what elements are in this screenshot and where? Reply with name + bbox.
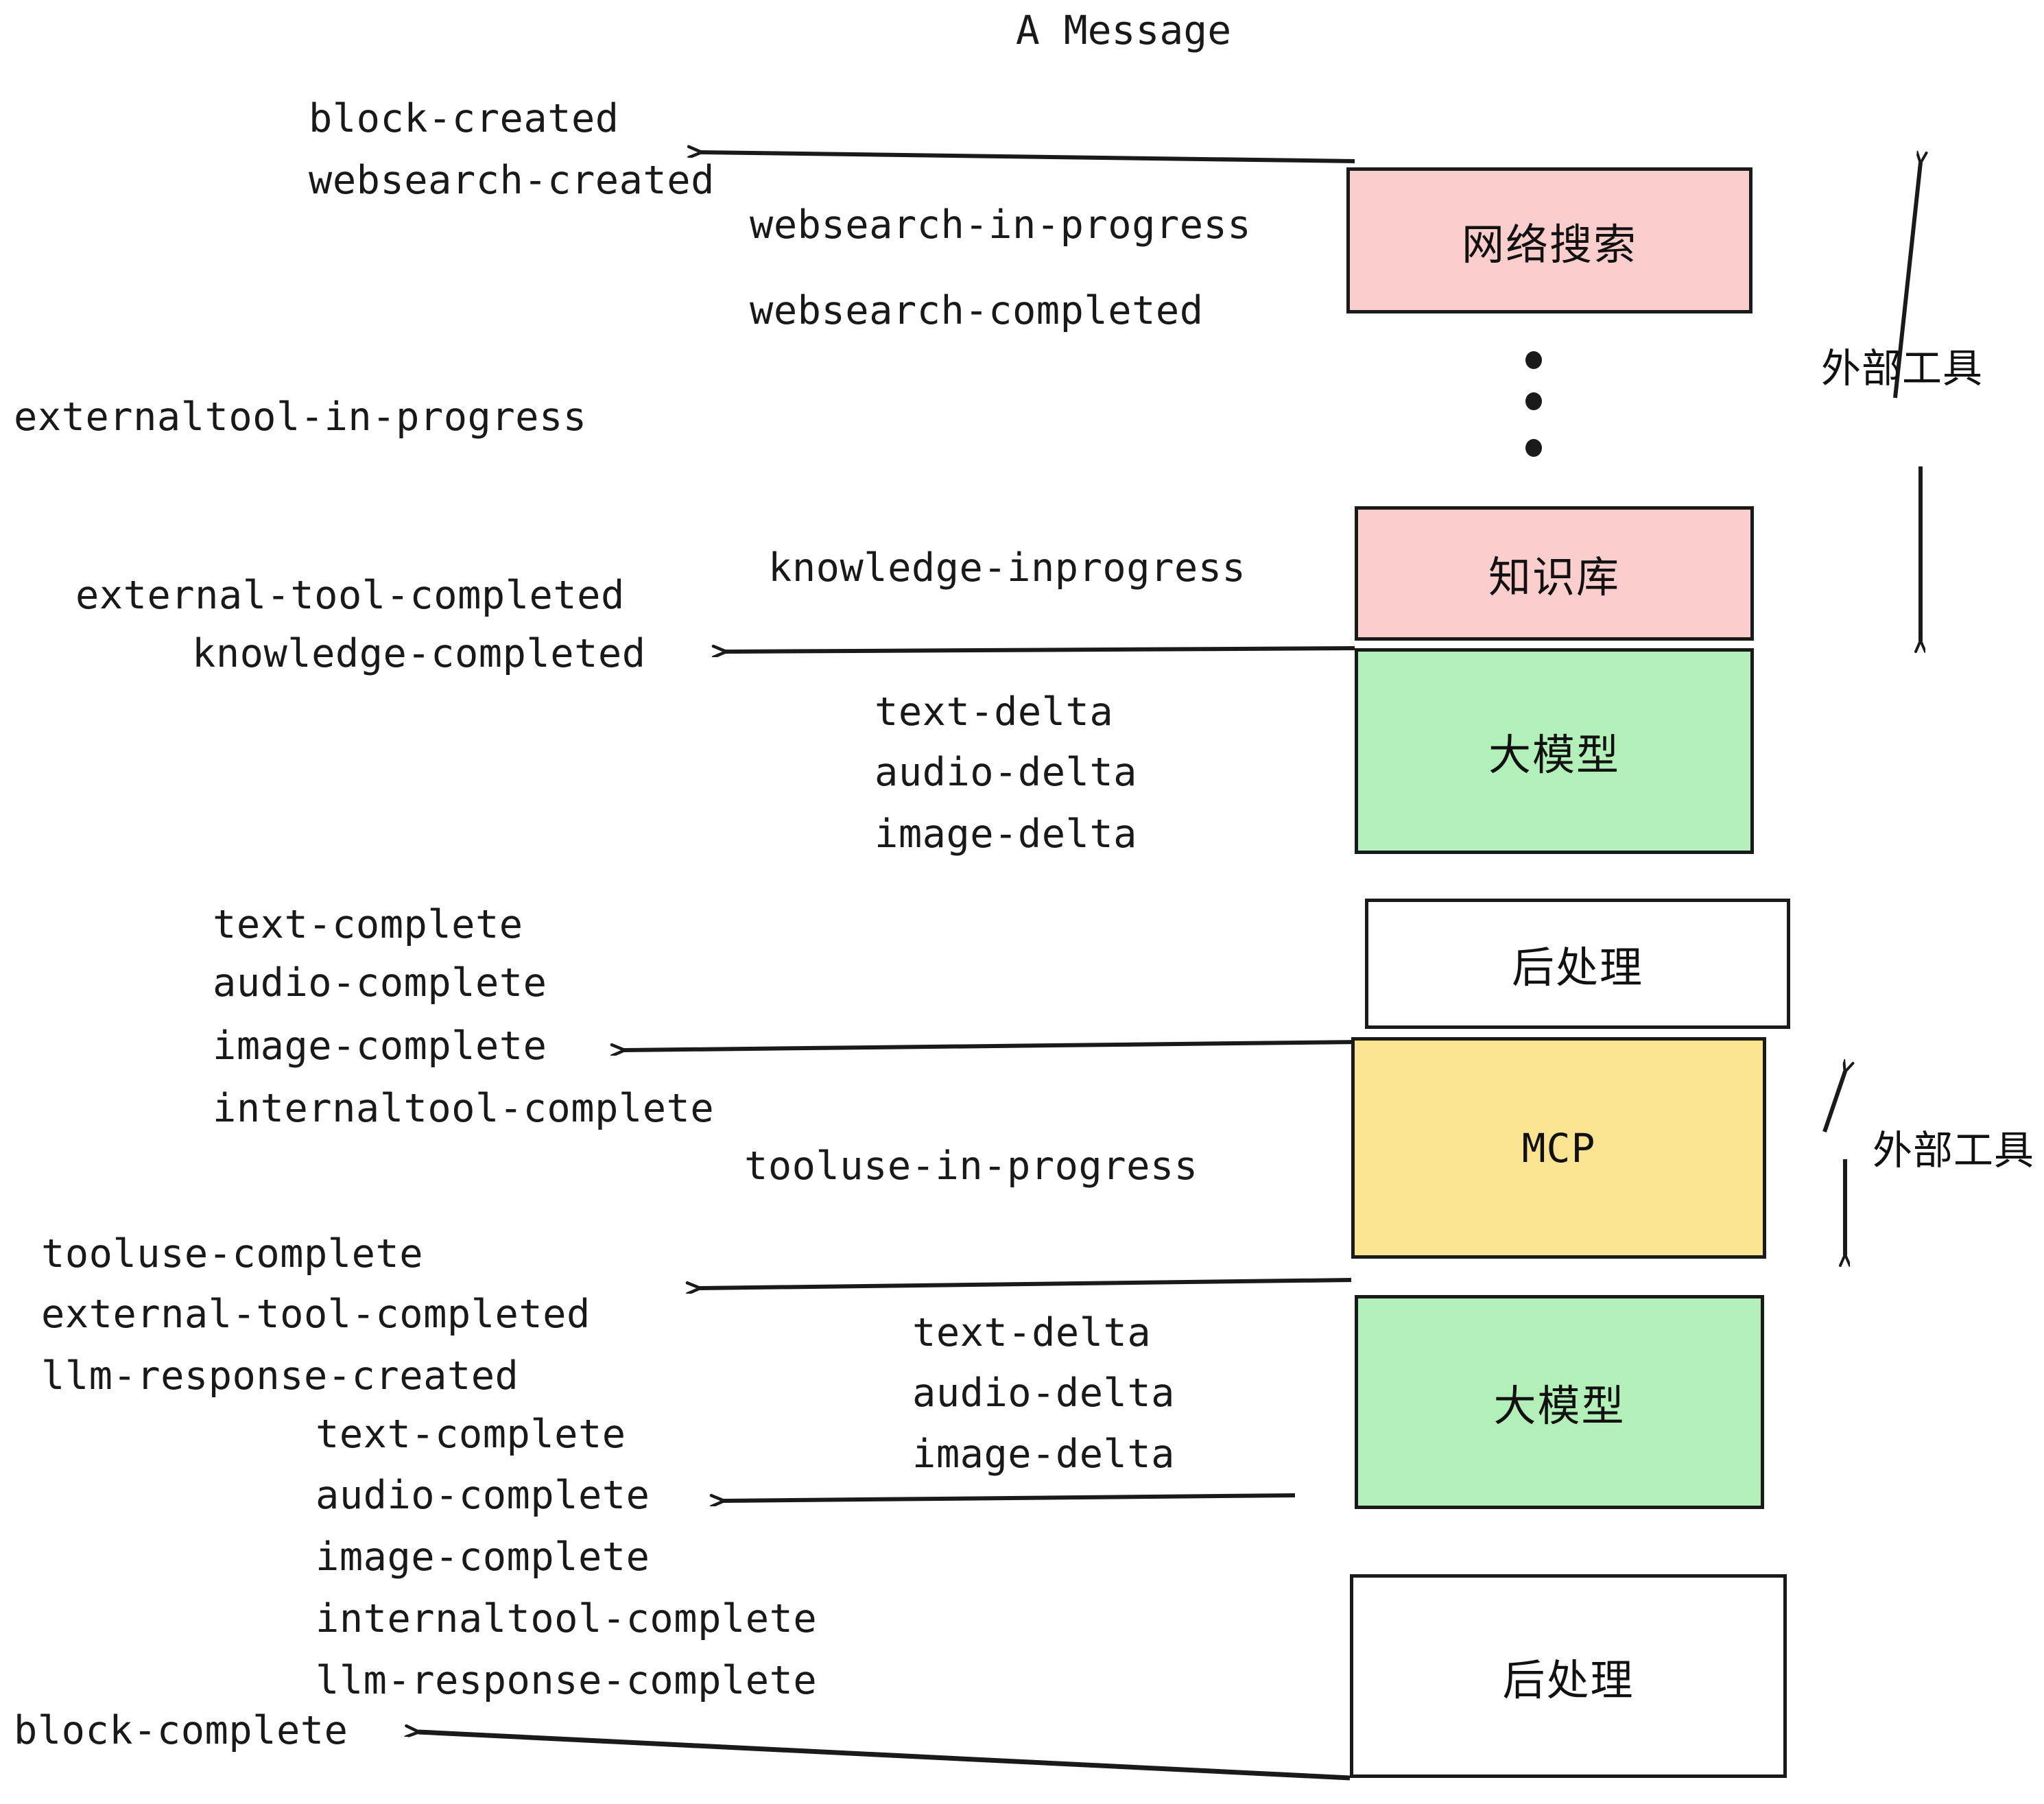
- ellipsis-dot-icon: [1525, 392, 1542, 410]
- event-label-block-complete: block-complete: [14, 1708, 348, 1753]
- event-label-externaltool-in-progress: externaltool-in-progress: [14, 394, 587, 440]
- event-label-knowledge-inprogress: knowledge-inprogress: [768, 545, 1246, 591]
- ellipsis-dot-icon: [1525, 351, 1542, 369]
- node-llm-1-label: 大模型: [1488, 730, 1620, 780]
- event-label-image-complete-2: image-complete: [316, 1534, 650, 1580]
- arrow-tooluse-complete: [700, 1278, 1352, 1288]
- diagram-title: A Message: [1015, 7, 1232, 54]
- event-label-image-complete-1: image-complete: [213, 1023, 547, 1069]
- node-knowledge[interactable]: 知识库: [1355, 506, 1754, 641]
- event-label-tooluse-in-progress: tooluse-in-progress: [744, 1143, 1198, 1189]
- arrow-websearch-created: [701, 152, 1355, 163]
- event-label-knowledge-completed: knowledge-completed: [192, 631, 646, 676]
- event-label-tooluse-complete: tooluse-complete: [41, 1231, 424, 1277]
- event-label-audio-complete-1: audio-complete: [213, 960, 547, 1006]
- node-llm-1[interactable]: 大模型: [1355, 648, 1754, 854]
- node-postprocess-2[interactable]: 后处理: [1350, 1574, 1787, 1778]
- arrow-external-tool-bottom-up: [1822, 1071, 1845, 1132]
- node-websearch-label: 网络搜索: [1461, 219, 1637, 270]
- node-mcp-label: MCP: [1521, 1124, 1596, 1172]
- event-label-external-tool-completed-2: external-tool-completed: [41, 1292, 591, 1337]
- event-label-text-complete-1: text-complete: [213, 902, 523, 947]
- node-websearch[interactable]: 网络搜索: [1346, 167, 1752, 313]
- arrow-block-complete: [418, 1732, 1351, 1781]
- event-label-image-delta-1: image-delta: [875, 811, 1137, 857]
- event-label-llm-response-complete: llm-response-complete: [316, 1658, 818, 1703]
- side-label-external-tool-top: 外部工具: [1821, 345, 1984, 392]
- event-label-websearch-created: websearch-created: [309, 158, 715, 203]
- node-postprocess-2-label: 后处理: [1502, 1654, 1635, 1705]
- ellipsis-dot-icon: [1525, 439, 1542, 457]
- arrow-audio-complete: [724, 1493, 1296, 1501]
- event-label-block-created: block-created: [309, 96, 619, 141]
- event-label-external-tool-completed-1: external-tool-completed: [75, 573, 625, 618]
- event-label-text-complete-2: text-complete: [316, 1412, 626, 1457]
- event-label-text-delta-2: text-delta: [912, 1310, 1152, 1355]
- event-label-llm-response-created: llm-response-created: [41, 1353, 519, 1399]
- arrow-knowledge-completed: [726, 648, 1355, 652]
- event-label-websearch-completed: websearch-completed: [750, 288, 1204, 333]
- event-label-audio-complete-2: audio-complete: [316, 1473, 650, 1518]
- arrow-image-complete: [624, 1040, 1362, 1050]
- event-label-audio-delta-1: audio-delta: [875, 750, 1137, 795]
- node-llm-2-label: 大模型: [1493, 1381, 1626, 1431]
- event-label-internaltool-complete-2: internaltool-complete: [316, 1596, 818, 1641]
- node-llm-2[interactable]: 大模型: [1355, 1295, 1764, 1509]
- node-mcp[interactable]: MCP: [1351, 1037, 1766, 1259]
- node-postprocess-1[interactable]: 后处理: [1365, 899, 1790, 1029]
- side-label-external-tool-bottom: 外部工具: [1873, 1127, 2035, 1174]
- node-postprocess-1-label: 后处理: [1511, 942, 1643, 993]
- event-label-websearch-in-progress: websearch-in-progress: [750, 202, 1252, 248]
- event-label-audio-delta-2: audio-delta: [912, 1370, 1175, 1416]
- event-label-internaltool-complete-1: internaltool-complete: [213, 1086, 715, 1131]
- node-knowledge-label: 知识库: [1488, 552, 1620, 602]
- event-label-image-delta-2: image-delta: [912, 1432, 1175, 1477]
- event-label-text-delta-1: text-delta: [875, 689, 1114, 735]
